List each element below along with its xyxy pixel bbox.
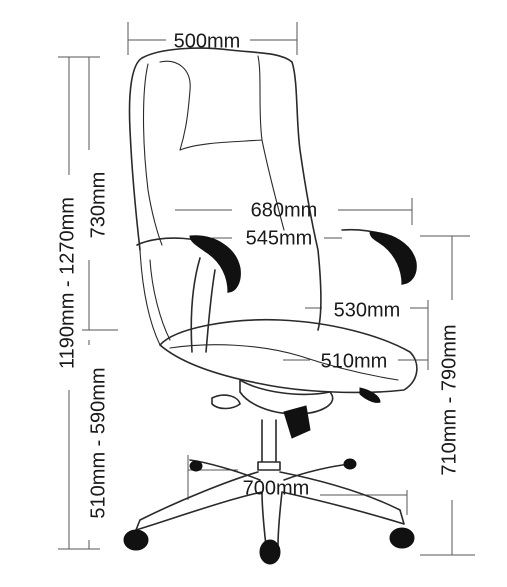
right-armpad (369, 231, 417, 285)
label-arm-height: 710mm - 790mm (438, 324, 460, 475)
label-seat-width: 510mm (321, 350, 388, 372)
dimension-labels: 500mm 680mm 545mm 530mm 510mm 700mm 1190… (56, 30, 460, 518)
gas-lift (257, 419, 281, 471)
label-seat-depth: 530mm (334, 299, 401, 321)
label-total-height: 1190mm - 1270mm (56, 197, 78, 369)
mechanism (211, 379, 334, 415)
seat-outline (159, 318, 418, 394)
label-back-height: 730mm (87, 172, 109, 239)
tilt-lever (359, 387, 381, 403)
caster-front (259, 539, 281, 565)
caster-back-left (189, 460, 203, 472)
backrest-outline (128, 47, 322, 331)
label-top-width: 500mm (174, 30, 241, 52)
base-star (135, 459, 405, 547)
backrest-seam (142, 55, 285, 246)
label-arm-width-inner: 545mm (246, 227, 313, 249)
label-base-diameter: 700mm (243, 477, 310, 499)
caster-left (123, 529, 149, 551)
dimension-lines (58, 22, 475, 556)
tension-knob (283, 405, 311, 439)
caster-right (389, 527, 415, 549)
label-seat-height: 510mm - 590mm (87, 367, 109, 518)
chair-outline (123, 47, 418, 565)
backrest-side (139, 249, 171, 346)
left-armpad (189, 235, 241, 293)
label-arm-width-outer: 680mm (251, 199, 318, 221)
caster-back-right (343, 458, 357, 470)
